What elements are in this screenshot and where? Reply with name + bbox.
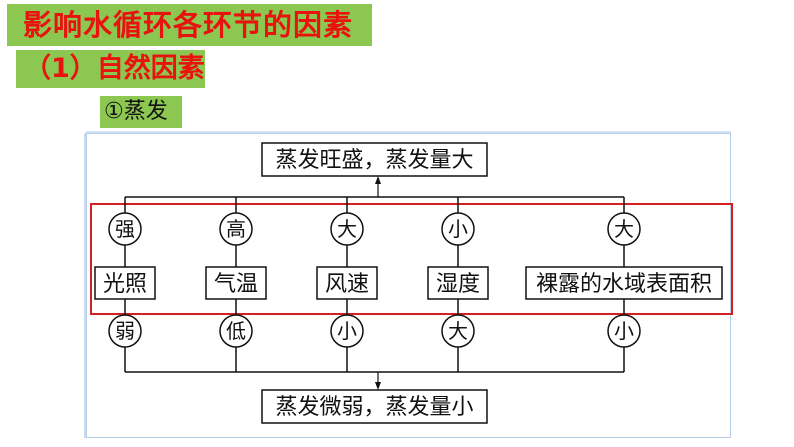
low-value-circle: [108, 314, 142, 348]
evaporation-label: ①蒸发: [104, 99, 168, 124]
factor-box: [525, 266, 723, 300]
top-result-text: 蒸发旺盛，蒸发量大: [275, 148, 473, 173]
factor-box: [316, 266, 378, 300]
bottom-result-box: [261, 389, 488, 424]
low-value-circle: [219, 314, 253, 348]
high-value-circle: [330, 212, 364, 246]
low-value-text: 弱: [115, 319, 135, 343]
high-value-text: 高: [226, 217, 246, 241]
bottom-result-text: 蒸发微弱，蒸发量小: [275, 395, 473, 420]
factor-box: [205, 266, 267, 300]
title-banner: 影响水循环各环节的因素: [7, 4, 372, 46]
high-value-text: 大: [614, 217, 634, 241]
factor-name-text: 气温: [214, 272, 258, 297]
factor-name-text: 风速: [325, 272, 369, 297]
evaporation-banner: ①蒸发: [100, 96, 182, 128]
subtitle-banner: （1）自然因素: [16, 50, 205, 88]
up-arrow-icon: [375, 176, 381, 184]
low-value-circle: [441, 314, 475, 348]
low-value-text: 大: [448, 319, 468, 343]
down-arrow-icon: [375, 382, 381, 390]
highlight-box: [90, 203, 733, 315]
high-value-text: 小: [448, 217, 468, 241]
factor-name-text: 湿度: [436, 272, 480, 297]
high-value-circle: [607, 212, 641, 246]
high-value-circle: [108, 212, 142, 246]
section-subtitle: （1）自然因素: [24, 53, 205, 84]
low-value-text: 低: [226, 319, 246, 343]
low-value-circle: [607, 314, 641, 348]
low-value-text: 小: [337, 319, 357, 343]
high-value-circle: [441, 212, 475, 246]
factor-box: [427, 266, 489, 300]
low-value-text: 小: [614, 319, 634, 343]
high-value-text: 大: [337, 217, 357, 241]
high-value-text: 强: [115, 217, 135, 241]
low-value-circle: [330, 314, 364, 348]
factor-box: [94, 266, 156, 300]
factor-name-text: 裸露的水域表面积: [536, 272, 712, 297]
factor-name-text: 光照: [103, 272, 147, 297]
page-title: 影响水循环各环节的因素: [23, 8, 354, 42]
high-value-circle: [219, 212, 253, 246]
top-result-box: [261, 142, 488, 177]
